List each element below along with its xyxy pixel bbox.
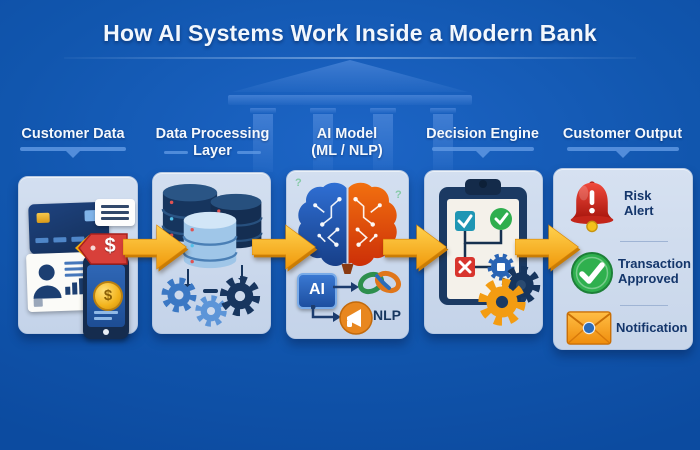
connector [203,289,218,293]
stage-sublabel: Layer [193,143,232,160]
page-title: How AI Systems Work Inside a Modern Bank [103,20,597,46]
ai-chip-label: AI [309,281,325,298]
clipboard-icon [439,179,527,305]
header-line-segment [164,150,189,154]
header-line-segment [236,150,261,154]
header-underline [566,147,679,159]
flow-arrow-icon [383,224,449,272]
card-chip [36,212,50,224]
speech-bubble-icon [95,199,135,226]
nlp-megaphone-icon [339,301,373,335]
elbow-arrow-connector [311,305,341,322]
divider [620,305,668,306]
pointer-down-icon [66,151,80,159]
stage-sublabel: (ML / NLP) [311,143,383,160]
header-underline [431,147,534,159]
person-silhouette-icon [33,264,62,299]
pointer-down-icon [475,151,490,159]
title-underline [64,57,636,59]
check-circle-icon [571,252,613,294]
divider [620,241,668,242]
flow-arrow-icon [252,224,318,272]
flowchart-lines [463,230,503,269]
stage-label: AI Model [316,126,378,142]
database-stack-icon [182,210,238,270]
header-underline [20,147,126,159]
flow-arrow-icon [515,224,581,272]
gear-icon [475,275,529,329]
ai-chip-icon: AI [297,273,337,309]
stage-header-data-processing: Data Processing Layer [145,126,280,161]
phone-screen: $ [87,265,125,327]
price-tag-icon: $ [75,227,129,271]
dollar-sign: $ [104,235,116,257]
envelope-icon [566,311,612,345]
pointer-down-icon [615,151,630,159]
stage-header-customer-output: Customer Output [550,126,695,159]
data-flow-line [184,269,192,288]
check-circle-icon [490,208,512,230]
ml-infinity-icon [357,270,402,295]
stage-label: Customer Data [21,126,125,142]
output-item-label: Notification [616,320,688,335]
stage-label: Customer Output [562,126,683,142]
gear-node-icon [487,253,515,281]
id-card-icon [26,251,94,313]
output-item-label: Risk Alert [624,188,654,218]
customer-data-panel: $ $ [18,176,138,339]
nlp-label: NLP [373,307,401,323]
bar-chart-icon [65,286,71,295]
stage-header-ai-model: AI Model (ML / NLP) [283,126,411,161]
stage-header-decision-engine: Decision Engine [420,126,545,159]
home-button [103,329,109,335]
dollar-coin-icon: $ [93,281,123,311]
alert-bell-icon [570,181,614,233]
flow-arrow-icon [123,224,189,272]
stage-label: Data Processing [155,126,270,142]
customer-output-panel: Risk Alert Transaction Approved Notifica… [553,168,693,350]
bank-building-silhouette [228,60,472,172]
output-item-label: Transaction Approved [618,256,691,286]
decorative-question-mark: ? [395,189,402,201]
stage-header-customer-data: Customer Data [8,126,138,159]
gear-icon [217,273,263,319]
stage-label: Decision Engine [426,126,539,142]
arrow-right-connector [333,282,359,292]
decorative-question-mark: ? [295,177,302,189]
